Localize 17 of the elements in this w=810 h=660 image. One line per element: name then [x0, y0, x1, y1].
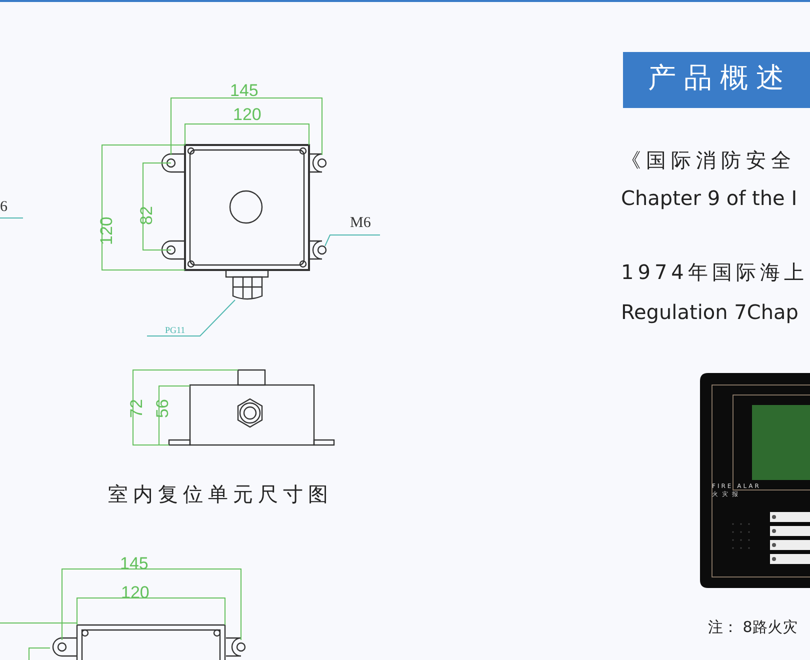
cable-gland-drawing: [225, 269, 269, 300]
paragraph-text: 1974年国际海上: [621, 262, 808, 282]
dimension-label: 6: [0, 200, 8, 215]
dimension-label: 145: [230, 82, 258, 99]
paragraph-text: Chapter 9 of the I: [621, 188, 798, 208]
leader-line: [324, 234, 380, 246]
dimension-label: 120: [233, 106, 262, 123]
paragraph-text: Regulation 7Chap: [621, 302, 798, 322]
mounting-hole: [317, 245, 327, 255]
paragraph-text: 《国际消防安全: [621, 150, 796, 170]
gland-label: PG11: [165, 326, 186, 335]
section-heading: 产品概述: [648, 64, 792, 92]
dimension-label: 56: [154, 399, 171, 418]
note-text: 注： 8路火灾: [708, 620, 798, 635]
thread-label: M6: [350, 216, 371, 231]
drawing-caption: 室内复位单元尺寸图: [108, 484, 333, 504]
leader-line: [146, 300, 236, 336]
